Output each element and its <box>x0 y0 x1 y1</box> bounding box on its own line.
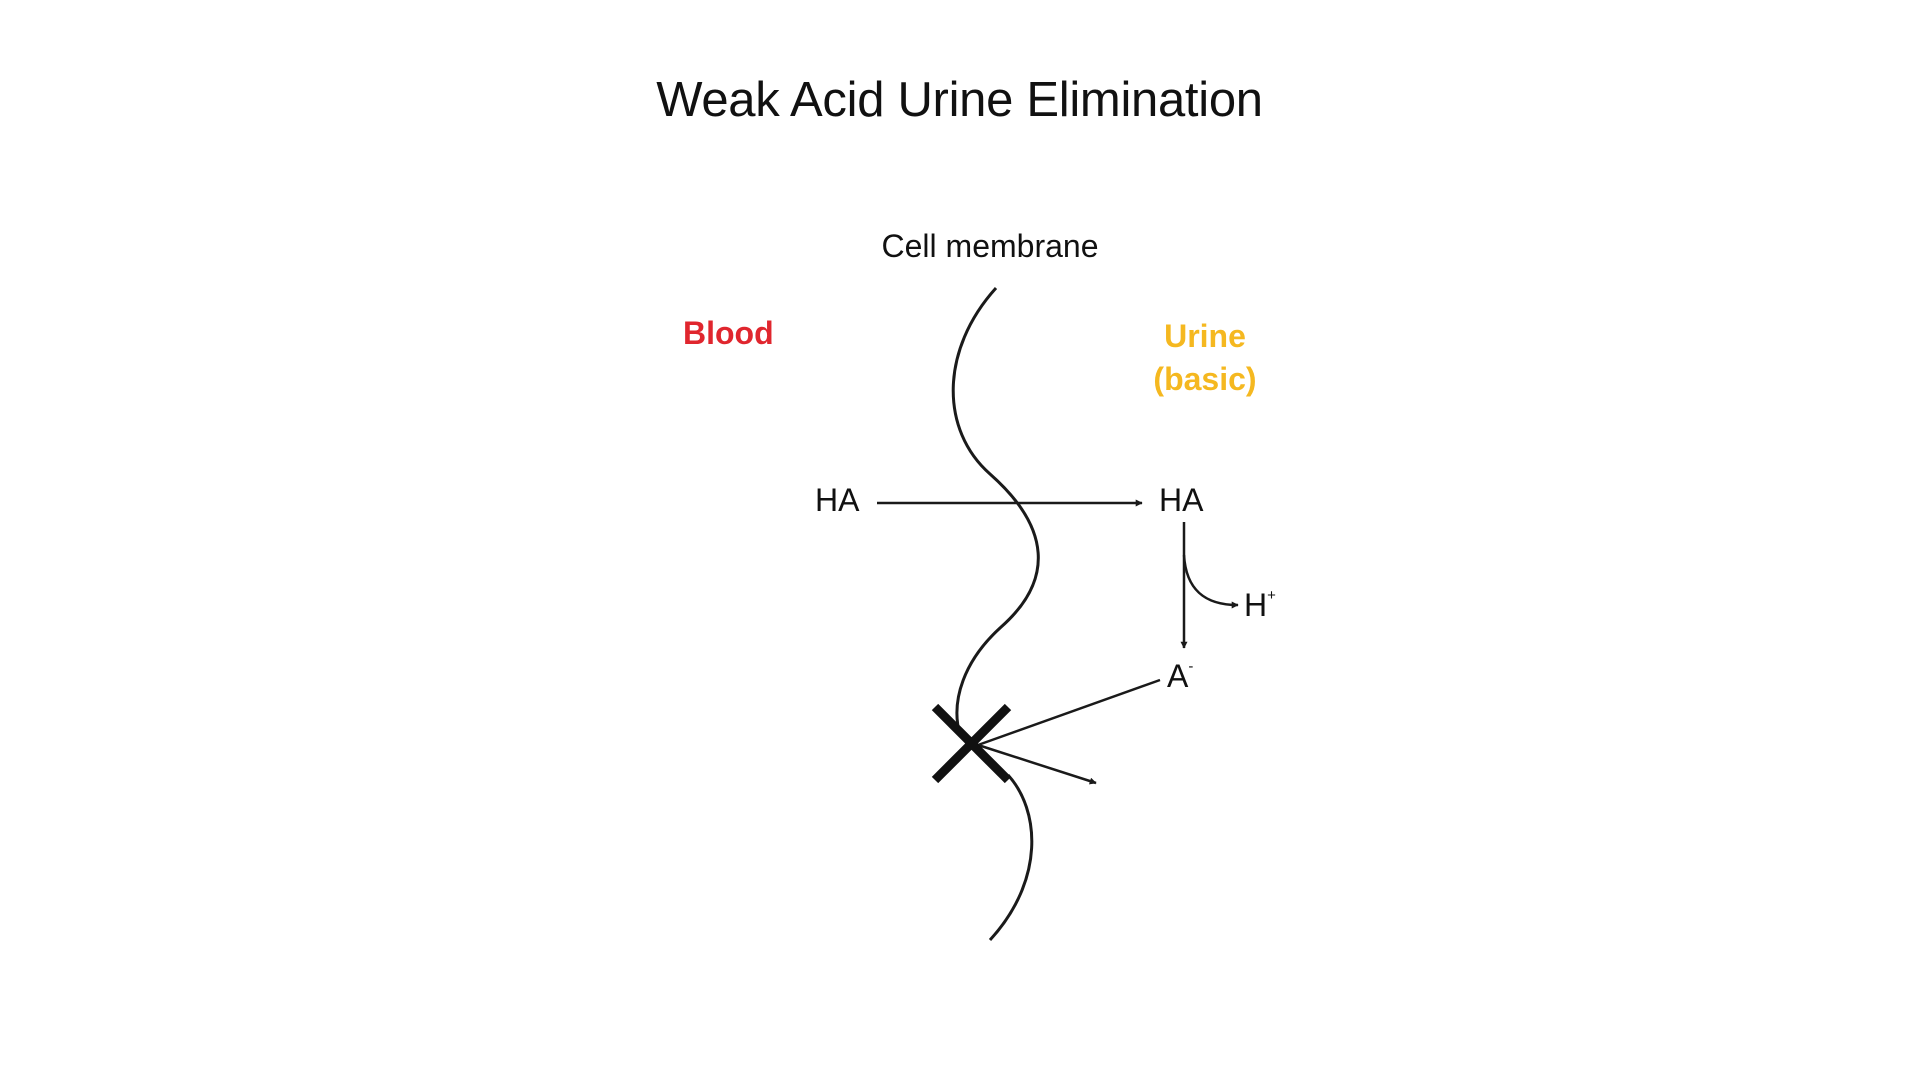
urine-label-line1: Urine <box>1164 318 1246 354</box>
proton-label: H+ <box>1244 587 1276 624</box>
anion-base: A <box>1167 658 1189 694</box>
cell-membrane-line <box>951 286 1040 942</box>
ha-urine-label: HA <box>1159 482 1204 518</box>
anion-label: A- <box>1167 658 1193 695</box>
diagram-title: Weak Acid Urine Elimination <box>656 73 1263 127</box>
anion-deflected-arrow <box>977 743 1097 785</box>
membrane-label: Cell membrane <box>881 228 1099 264</box>
proton-base: H <box>1244 587 1268 623</box>
proton-charge: + <box>1267 587 1276 604</box>
anion-charge: - <box>1188 658 1194 675</box>
blood-label: Blood <box>683 315 774 351</box>
blocked-cross-icon <box>931 703 1012 784</box>
proton-release-arrow <box>1182 554 1239 609</box>
ha-blood-label: HA <box>815 482 860 518</box>
urine-label: Urine (basic) <box>1130 315 1280 401</box>
urine-label-line2: (basic) <box>1153 361 1257 397</box>
anion-blocked-line <box>977 678 1161 747</box>
